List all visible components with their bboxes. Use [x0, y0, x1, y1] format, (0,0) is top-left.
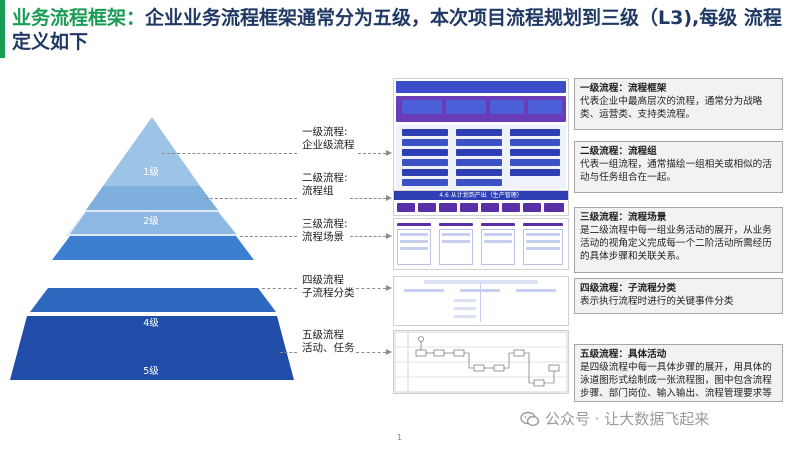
description-1-heading: 一级流程：流程框架: [580, 83, 667, 94]
connector-right-3: [350, 236, 386, 237]
level-label-4: 四级流程子流程分类: [302, 274, 355, 300]
level-label-1: 一级流程:企业级流程: [302, 126, 355, 152]
level-label-4-line-2: 子流程分类: [302, 287, 355, 299]
thumbnail-level-2: 4.6 从计划到产出（生产管理）: [393, 190, 569, 216]
pyramid-label-2: 2级: [143, 215, 159, 227]
page-title: 业务流程框架：企业业务流程框架通常分为五级，本次项目流程规划到三级（L3),每级…: [12, 6, 792, 54]
connector-right-4: [356, 288, 386, 289]
description-level-3: 三级流程：流程场景 是二级流程中每一组业务活动的展开，从业务活动的视角定义完成每…: [574, 207, 783, 273]
description-5-body: 是四级流程中每一具体步骤的展开，用具体的泳道图形式绘制成一张流程图，图中包含流程…: [580, 362, 772, 399]
level-label-1-line-1: 一级流程:: [302, 126, 348, 138]
thumbnail-level-4: [393, 276, 569, 326]
arrowhead-3: [386, 233, 392, 239]
description-level-1: 一级流程：流程框架 代表企业中最高层次的流程，通常分为战略类、运营类、支持类流程…: [574, 78, 783, 130]
pyramid-label-4: 4级: [143, 317, 159, 329]
level-label-3: 三级流程:流程场景: [302, 218, 348, 244]
description-1-body: 代表企业中最高层次的流程，通常分为战略类、运营类、支持类流程。: [580, 96, 763, 120]
description-level-5: 五级流程：具体活动 是四级流程中每一具体步骤的展开，用具体的泳道图形式绘制成一张…: [574, 344, 783, 402]
thumbnail-2-header: 4.6 从计划到产出（生产管理）: [394, 191, 568, 200]
description-3-heading: 三级流程：流程场景: [580, 212, 667, 223]
level-label-2-line-2: 流程组: [302, 185, 334, 197]
title-text: 企业业务流程框架通常分为五级，本次项目流程规划到三级（L3),每级 流程定义如下: [12, 7, 782, 53]
pyramid-gap-2: [70, 212, 236, 234]
page-number: 1: [397, 433, 403, 442]
connector-left-5: [280, 352, 297, 353]
process-pyramid: 1级 2级 3级 4级 5级: [10, 117, 294, 380]
level-label-3-line-1: 三级流程:: [302, 218, 348, 230]
connector-left-1: [162, 153, 297, 154]
connector-right-2: [350, 198, 386, 199]
description-4-body: 表示执行流程时进行的关键事件分类: [580, 296, 734, 307]
title-prefix: 业务流程框架：: [12, 7, 146, 29]
pyramid-level-3-band: [52, 236, 254, 260]
description-2-body: 代表一组流程，通常描绘一组相关或相似的活动与任务组合在一起。: [580, 159, 772, 183]
thumbnail-level-1: [393, 78, 569, 192]
description-level-2: 二级流程：流程组 代表一组流程，通常描绘一组相关或相似的活动与任务组合在一起。: [574, 141, 783, 193]
thumbnail-level-5: [393, 330, 569, 394]
level-label-4-line-1: 四级流程: [302, 274, 344, 286]
pyramid-label-1: 1级: [143, 166, 159, 178]
watermark-text: 公众号 · 让大数据飞起来: [545, 410, 710, 428]
level-label-2: 二级流程:流程组: [302, 172, 348, 198]
pyramid-level-1: [103, 117, 200, 186]
description-2-heading: 二级流程：流程组: [580, 146, 657, 157]
connector-left-3: [240, 236, 297, 237]
level-label-5-line-2: 活动、任务: [302, 342, 355, 354]
level-label-1-line-2: 企业级流程: [302, 139, 355, 151]
arrowhead-4: [386, 285, 392, 291]
title-accent-bar: [0, 0, 5, 58]
swimlane-diagram: [394, 331, 568, 393]
level-label-5: 五级流程活动、任务: [302, 329, 355, 355]
level-label-5-line-1: 五级流程: [302, 329, 344, 341]
watermark: 公众号 · 让大数据飞起来: [520, 408, 709, 429]
wechat-icon: [520, 411, 540, 426]
pyramid-level-5-band: [10, 316, 294, 380]
arrowhead-2: [386, 195, 392, 201]
pyramid-label-5: 5级: [143, 365, 159, 377]
pyramid-level-4-band: [30, 288, 276, 312]
arrowhead-5: [386, 349, 392, 355]
connector-left-4: [262, 288, 297, 289]
level-label-3-line-2: 流程场景: [302, 231, 344, 243]
pyramid-level-2: [86, 186, 218, 210]
pyramid-label-3: 3级: [143, 266, 159, 278]
pyramid-level-4: [34, 262, 272, 286]
connector-left-2: [205, 198, 297, 199]
description-level-4: 四级流程：子流程分类 表示执行流程时进行的关键事件分类: [574, 278, 783, 314]
connector-right-5: [356, 352, 386, 353]
description-4-heading: 四级流程：子流程分类: [580, 283, 676, 294]
level-label-2-line-1: 二级流程:: [302, 172, 348, 184]
arrowhead-1: [386, 150, 392, 156]
description-5-heading: 五级流程：具体活动: [580, 349, 667, 360]
thumbnail-level-3: [393, 218, 569, 270]
connector-right-1: [358, 153, 386, 154]
description-3-body: 是二级流程中每一组业务活动的展开，从业务活动的视角定义完成每一个二阶活动所需经历…: [580, 225, 772, 262]
